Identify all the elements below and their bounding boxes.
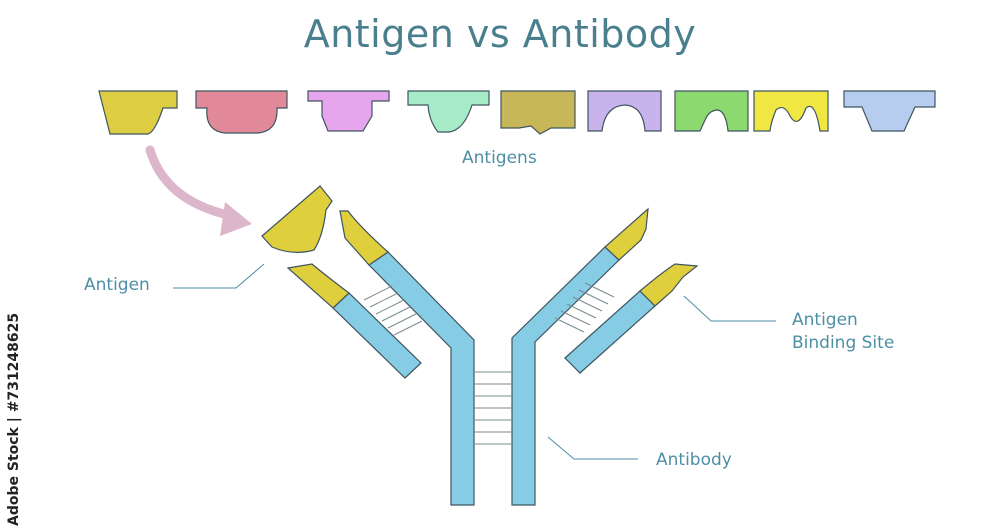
light-variable-left xyxy=(286,263,350,309)
antigen-shape-3 xyxy=(307,90,390,132)
binding-site-label: Antigen Binding Site xyxy=(792,309,894,355)
light-variable-right xyxy=(639,263,699,307)
hinge-bonds xyxy=(474,371,512,445)
binding-antigen xyxy=(261,185,333,253)
antibody-label: Antibody xyxy=(656,450,732,470)
antigen-shape-8 xyxy=(753,90,829,132)
antigen-shape-9 xyxy=(843,90,936,132)
heavy-chain-right xyxy=(511,246,620,506)
light-chain-left xyxy=(332,292,422,379)
antigen-shape-1 xyxy=(98,90,178,135)
antigen-shape-4 xyxy=(407,90,490,133)
light-chain-right xyxy=(564,290,656,374)
binding-arrow-shaft xyxy=(145,145,233,220)
antigen-shape-5 xyxy=(500,90,576,135)
disulfide-bonds xyxy=(363,282,615,445)
antibody xyxy=(286,207,699,506)
antigen-shape-2 xyxy=(195,90,288,134)
antibody-leader xyxy=(547,436,638,460)
heavy-variable-right xyxy=(604,207,649,261)
binding-site-leader xyxy=(683,295,776,322)
binding-site-label-line1: Antigen xyxy=(792,310,858,330)
antigen-shape-7 xyxy=(674,90,749,132)
antigen-label: Antigen xyxy=(84,275,150,295)
binding-site-label-line2: Binding Site xyxy=(792,333,895,353)
binding-arrow xyxy=(145,145,252,236)
diagram-title: Antigen vs Antibody xyxy=(303,12,697,56)
binding-arrow-head xyxy=(220,202,252,236)
antigen-leader xyxy=(173,263,265,289)
leader-lines xyxy=(173,263,776,460)
right-arm-bonds xyxy=(554,282,615,333)
heavy-variable-left xyxy=(339,210,389,266)
antigen-shapes-row xyxy=(98,90,936,135)
stock-watermark-text: Adobe Stock | #731248625 xyxy=(6,312,22,526)
left-arm-bonds xyxy=(363,285,423,336)
antigen-shape-6 xyxy=(587,90,662,132)
stock-watermark: Adobe Stock | #731248625 xyxy=(2,296,32,526)
antigens-label: Antigens xyxy=(462,148,537,168)
